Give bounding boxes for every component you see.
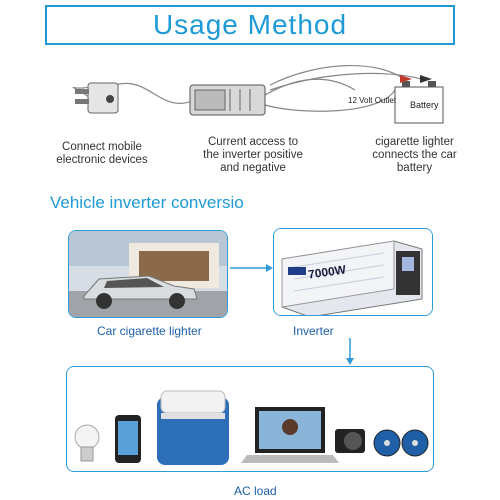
inverter-label: Inverter xyxy=(293,324,334,338)
wiring-diagram xyxy=(72,64,444,124)
inverter-panel xyxy=(273,228,433,316)
fan-icon xyxy=(373,429,429,457)
phone-icon xyxy=(115,415,141,463)
arrow-right-icon xyxy=(230,264,273,272)
section-title: Vehicle inverter conversio xyxy=(50,193,244,212)
light-bulb-icon xyxy=(74,424,100,462)
appliances-image xyxy=(74,390,429,465)
caption-connect: Connect mobile electronic devices xyxy=(56,141,148,166)
car-image xyxy=(69,231,227,317)
camera-icon xyxy=(335,429,365,453)
plug-adapter-icon xyxy=(75,82,119,114)
inverter-image xyxy=(274,229,432,315)
page-title: Usage Method xyxy=(152,9,348,40)
caption-current-access: Current access to the inverter positive … xyxy=(203,136,303,174)
battery-label: Battery xyxy=(410,100,439,110)
car-fridge-icon xyxy=(157,390,229,465)
title-box: Usage Method xyxy=(45,5,455,45)
ac-load-label: AC load xyxy=(234,484,277,498)
battery-icon xyxy=(394,81,444,124)
arrow-down-icon xyxy=(346,338,354,365)
car-panel xyxy=(68,230,228,318)
caption-cigarette: cigarette lighter connects the car batte… xyxy=(372,136,457,174)
laptop-icon xyxy=(241,407,339,463)
inverter-small-icon xyxy=(189,84,266,116)
ac-load-panel xyxy=(66,366,434,472)
car-label: Car cigarette lighter xyxy=(97,324,202,338)
outlet-label: 12 Volt Outlet xyxy=(348,96,397,105)
